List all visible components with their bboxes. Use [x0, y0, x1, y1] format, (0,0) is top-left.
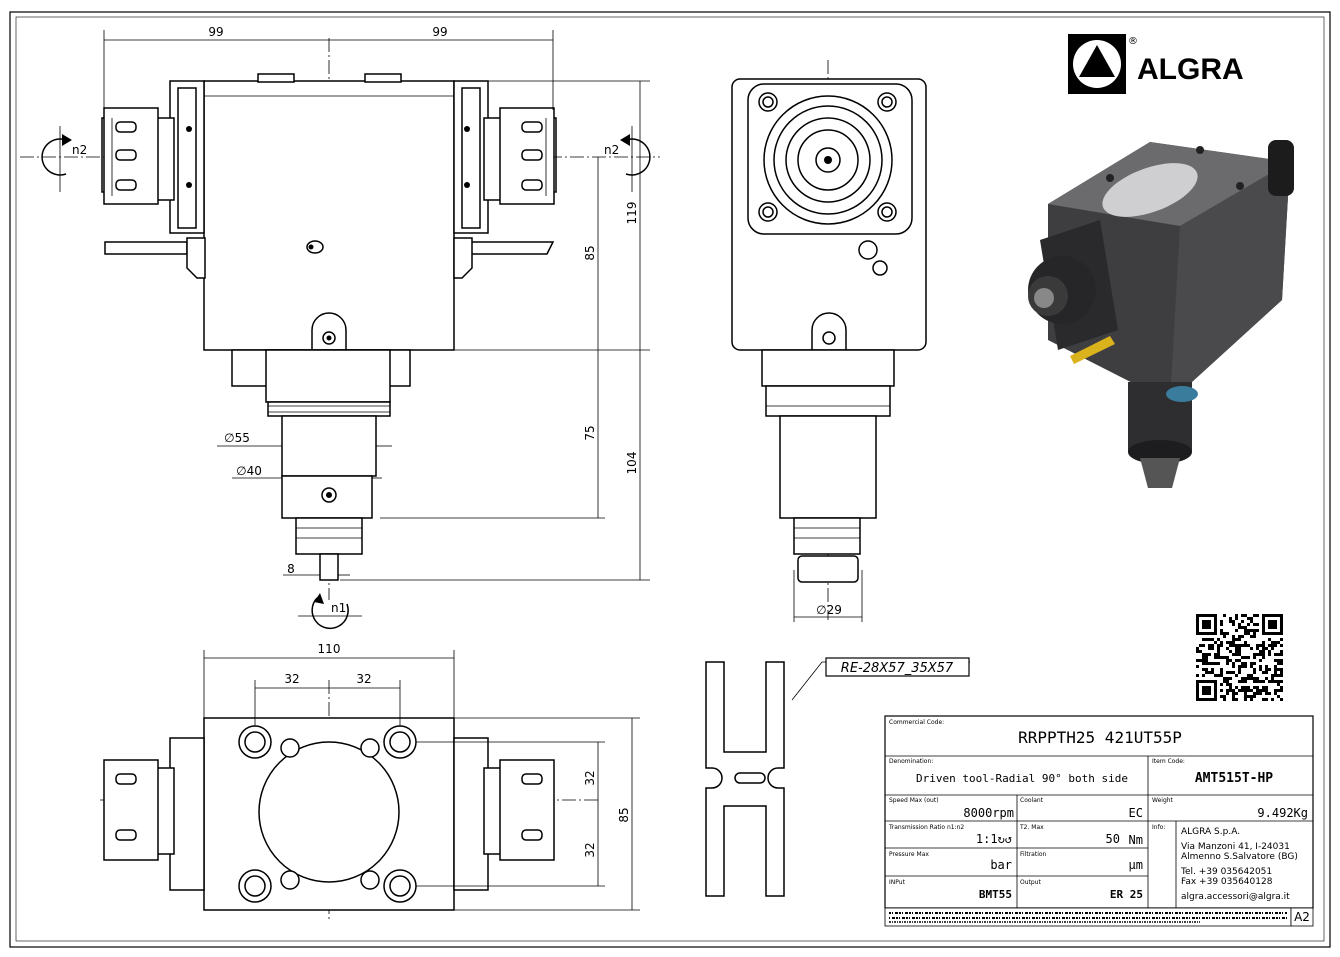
sheet-border-inner: [15, 16, 1325, 942]
dim-top-height-85: 85: [617, 807, 631, 822]
commercial-code-value: RRPPTH25 421UT55P: [1018, 728, 1182, 747]
rotation-n1-label: n1: [331, 601, 346, 615]
coupling-callout: RE-28X57_35X57: [841, 661, 954, 676]
item-code-value: AMT515T-HP: [1195, 771, 1273, 786]
company-tel: Tel. +39 035642051: [1180, 867, 1272, 877]
torque-label: T2. Max: [1019, 824, 1044, 831]
dim-front-height-75: 75: [583, 425, 597, 440]
dim-front-height-104: 104: [625, 452, 639, 475]
dim-front-right-width: 99: [432, 25, 447, 39]
dim-front-left-width: 99: [208, 25, 223, 39]
output-value: ER 25: [1110, 888, 1143, 901]
algra-logo: ® ALGRA: [1068, 34, 1244, 94]
side-view: ∅29: [731, 60, 927, 622]
dim-front-key-8: 8: [287, 562, 295, 576]
dim-top-vert-upper: 32: [583, 770, 597, 785]
torque-value: 50: [1106, 832, 1120, 846]
brand-name: ALGRA: [1137, 53, 1244, 86]
coolant-label: Coolant: [1020, 797, 1044, 804]
company-email: algra.accessori@algra.it: [1181, 892, 1290, 902]
torque-unit: Nm: [1129, 833, 1143, 847]
sheet-border-outer: [9, 11, 1331, 948]
speed-label: Speed Max (out): [889, 797, 939, 804]
rotation-n2-right-icon: [620, 126, 651, 192]
company-address-2: Almenno S.Salvatore (BG): [1181, 852, 1298, 862]
rotation-n2-left-label: n2: [72, 143, 87, 157]
iso-render-image: [1028, 140, 1294, 488]
registered-mark: ®: [1128, 36, 1138, 47]
company-address-1: Via Manzoni 41, I-24031: [1181, 842, 1290, 852]
sheet-size: A2: [1294, 910, 1310, 924]
pressure-unit: bar: [990, 858, 1012, 872]
coupling-profile: RE-28X57_35X57: [705, 657, 970, 897]
dim-side-dia-29: ∅29: [816, 603, 842, 617]
bolt-holes: [758, 92, 897, 222]
info-label: Info:: [1152, 824, 1165, 831]
rotation-n2-right-label: n2: [604, 143, 619, 157]
filtration-label: Filtration: [1020, 851, 1047, 858]
qr-code-icon: [1196, 614, 1283, 701]
rotation-n1-icon: [298, 593, 362, 630]
company-fax: Fax +39 035640128: [1181, 877, 1273, 887]
top-bolt-holes: [238, 725, 417, 903]
dim-top-spacing-left: 32: [284, 672, 299, 686]
dim-front-dia-40: ∅40: [236, 464, 262, 478]
ratio-value: 1:1↻↺: [976, 832, 1012, 846]
speed-value: 8000rpm: [963, 806, 1014, 820]
denomination-label: Denomination:: [889, 758, 933, 765]
input-value: BMT55: [979, 888, 1012, 901]
top-view: 110 32 32 32 32 85: [100, 642, 640, 920]
weight-value: 9.492Kg: [1257, 806, 1308, 820]
output-label: Output: [1020, 879, 1041, 886]
dim-front-height-119: 119: [625, 202, 639, 225]
dim-top-width-110: 110: [318, 642, 341, 656]
pressure-label: Pressure Max: [889, 851, 929, 858]
weight-label: Weight: [1152, 797, 1174, 804]
filtration-unit: μm: [1129, 858, 1143, 872]
rotation-n2-left-icon: [41, 126, 72, 192]
item-code-label: Item Code:: [1152, 758, 1185, 765]
commercial-code-label: Commercial Code:: [889, 719, 944, 726]
dim-front-dia-55: ∅55: [224, 431, 250, 445]
ratio-label: Transmission Ratio n1:n2: [888, 824, 964, 831]
denomination-value: Driven tool-Radial 90° both side: [916, 772, 1128, 785]
coolant-value: EC: [1129, 806, 1143, 820]
dim-front-height-85: 85: [583, 245, 597, 260]
company-name: ALGRA S.p.A.: [1181, 827, 1240, 837]
dim-top-spacing-right: 32: [356, 672, 371, 686]
title-block: Commercial Code: RRPPTH25 421UT55P Denom…: [884, 715, 1314, 927]
input-label: INPut: [889, 879, 906, 886]
front-view: 99 99 119 85 75 104 ∅55 ∅40 8 n2 n2 n1: [20, 25, 660, 630]
dim-top-vert-lower: 32: [583, 842, 597, 857]
